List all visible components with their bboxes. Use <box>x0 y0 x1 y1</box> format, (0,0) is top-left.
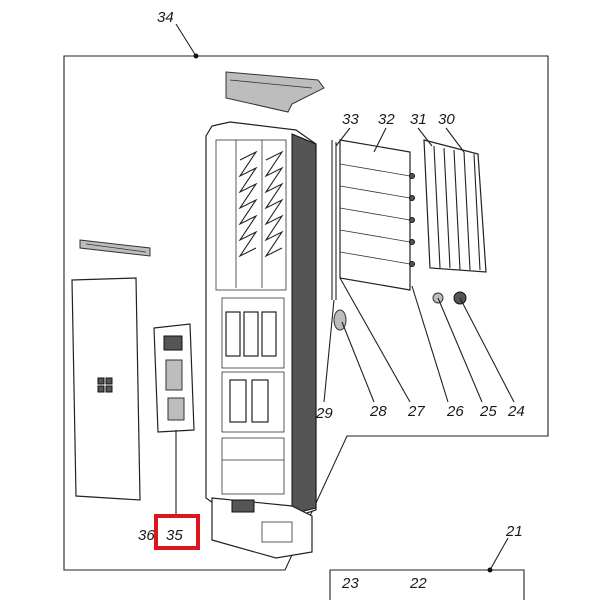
main-cabinet <box>205 121 317 559</box>
rail-part <box>331 140 337 300</box>
callout-24: 24 <box>507 403 525 420</box>
callout-27: 27 <box>407 403 425 420</box>
callout-33: 33 <box>342 111 359 128</box>
leader-dot <box>487 567 493 573</box>
callout-29: 29 <box>315 405 333 422</box>
callout-36: 36 <box>138 527 155 544</box>
highlight-box <box>154 514 200 550</box>
callout-32: 32 <box>378 111 395 128</box>
leader-dot <box>193 53 199 59</box>
leader-lines <box>175 23 515 571</box>
small-fittings <box>333 291 467 331</box>
callout-22: 22 <box>409 575 427 592</box>
callout-31: 31 <box>410 111 427 128</box>
top-cover-part <box>225 71 325 113</box>
secondary-assembly-boundary <box>329 569 525 600</box>
assembly-boundary <box>63 55 549 571</box>
filter-panel-part <box>339 139 415 291</box>
callout-34: 34 <box>157 9 174 26</box>
callout-25: 25 <box>479 403 497 420</box>
callout-26: 26 <box>446 403 464 420</box>
callout-21: 21 <box>505 523 523 540</box>
control-board-part <box>153 323 195 470</box>
strip-part <box>79 239 151 257</box>
callout-30: 30 <box>438 111 455 128</box>
heating-element-part <box>423 139 487 273</box>
callout-28: 28 <box>369 403 387 420</box>
front-panel-part <box>71 277 141 501</box>
callout-23: 23 <box>341 575 359 592</box>
callout-35: 35 <box>166 527 183 544</box>
